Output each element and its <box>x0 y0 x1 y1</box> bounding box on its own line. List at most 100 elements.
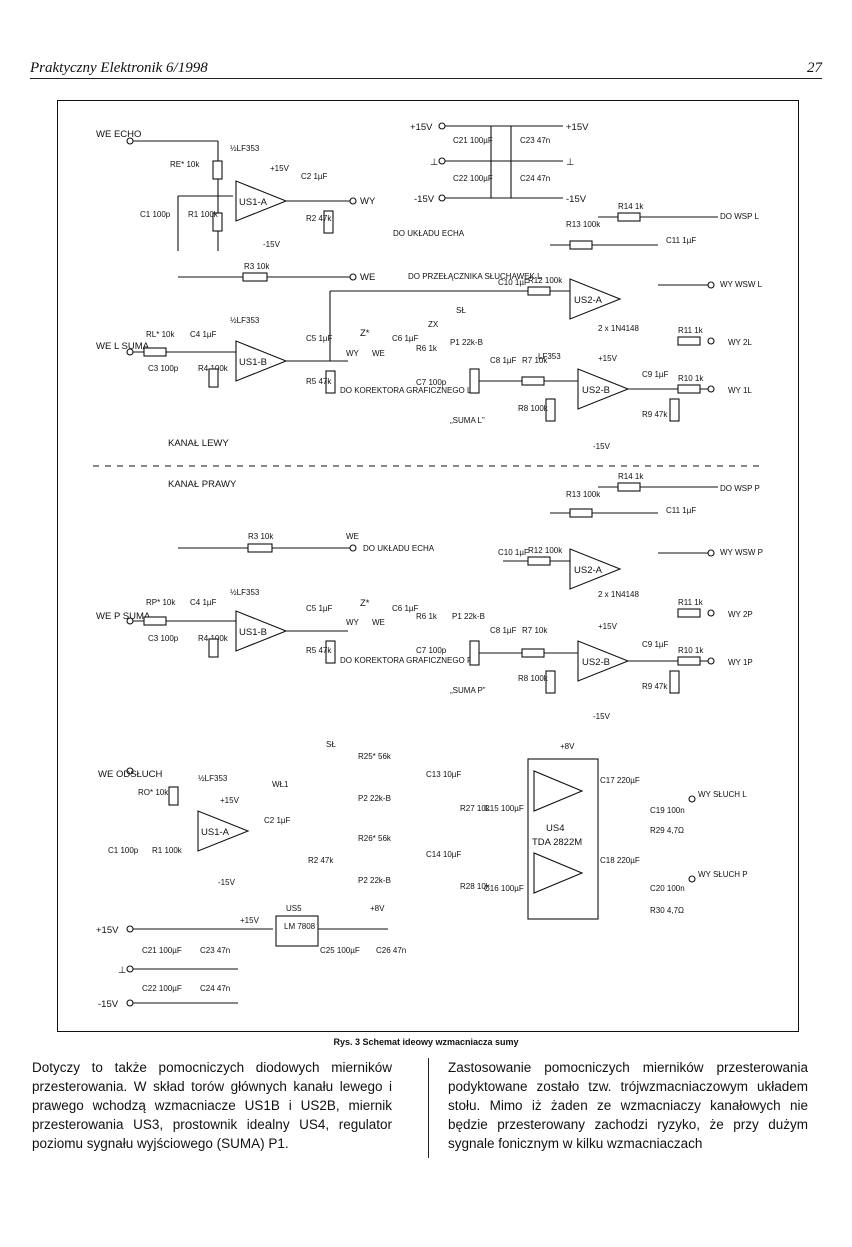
lf353-half-top: ½LF353 <box>230 144 260 153</box>
we-l-suma-label: WE L SUMA <box>96 341 150 352</box>
we-p-suma-label: WE P SUMA <box>96 611 151 622</box>
r12-label-right: R12 100k <box>528 546 563 555</box>
c6-label-left: C6 1µF <box>392 334 419 343</box>
c13-label: C13 10µF <box>426 770 461 779</box>
us4-label: US4 <box>546 823 564 834</box>
c14-label: C14 10µF <box>426 850 461 859</box>
c7-label-right: C7 100p <box>416 646 447 655</box>
c24-label: C24 47n <box>520 174 550 183</box>
lf353-half-bottom: ½LF353 <box>198 774 228 783</box>
do-korektora-p: DO KOREKTORA GRAFICZNEGO P <box>340 656 472 665</box>
schematic-diagram: +15V +15V -15V -15V ⊥ ⊥ C21 100µF C23 47… <box>93 122 763 1010</box>
c3-label-right: C3 100p <box>148 634 179 643</box>
r7-label-right: R7 10k <box>522 626 548 635</box>
c3-label-left: C3 100p <box>148 364 179 373</box>
supply-minus-top: -15V <box>414 194 435 205</box>
c16-label: C16 100µF <box>484 884 524 893</box>
r12-label-left: R12 100k <box>528 276 563 285</box>
wy-2p-label: WY 2P <box>728 610 753 619</box>
c9-label-right: C9 1µF <box>642 640 669 649</box>
p1-label-left: P1 22k-B <box>450 338 483 347</box>
we-left-korektor: WE <box>372 349 385 358</box>
lf353-half-right: ½LF353 <box>230 588 260 597</box>
us2b-label-left: US2-B <box>582 385 610 396</box>
echo-stage: WE ECHO RE* 10k C1 100p R1 100k US1-A ½L… <box>96 129 465 283</box>
r2-label-bottom: R2 47k <box>308 856 334 865</box>
left-channel: WE L SUMA RL* 10k C3 100p C4 1µF R4 100k… <box>96 202 763 451</box>
wy-sluch-p-label: WY SŁUCH P <box>698 870 748 879</box>
c9-label-left: C9 1µF <box>642 370 669 379</box>
c22-label-bottom: C22 100µF <box>142 984 182 993</box>
c10-label-right: C10 1µF <box>498 548 529 557</box>
do-ukladu-echa: DO UKŁADU ECHA <box>393 229 465 238</box>
right-channel: KANAŁ PRAWY R3 10k WE DO UKŁADU ECHA WE … <box>96 472 763 721</box>
c20-label: C20 100n <box>650 884 685 893</box>
c8-label-right: C8 1µF <box>490 626 517 635</box>
r25-label: R25* 56k <box>358 752 392 761</box>
we-echo-return: WE <box>360 272 375 283</box>
sl-label-left: SŁ <box>456 306 466 315</box>
us1a-label-bottom: US1-A <box>201 827 230 838</box>
journal-title: Praktyczny Elektronik 6/1998 <box>30 60 208 76</box>
figure-caption: Rys. 3 Schemat ideowy wzmacniacza sumy <box>333 1037 519 1047</box>
r13-label-right: R13 100k <box>566 490 601 499</box>
wy-sluch-l-label: WY SŁUCH L <box>698 790 747 799</box>
supply-plus-bottom: +15V <box>96 925 119 936</box>
diodes-label-left: 2 x 1N4148 <box>598 324 639 333</box>
r1-label-bottom: R1 100k <box>152 846 183 855</box>
wy-echo: WY <box>360 196 376 207</box>
us1a-bottom-supply-neg: -15V <box>218 878 236 887</box>
supply-minus-bottom: -15V <box>98 999 119 1010</box>
c15-label: C15 100µF <box>484 804 524 813</box>
wy-2l-label: WY 2L <box>728 338 752 347</box>
c23-label: C23 47n <box>520 136 550 145</box>
tda-label: TDA 2822M <box>532 837 582 848</box>
us2b-supply-left: +15V <box>598 354 618 363</box>
c18-label: C18 220µF <box>600 856 640 865</box>
p1-label-right: P1 22k-B <box>452 612 485 621</box>
supply-plus-top-right: +15V <box>566 122 589 133</box>
us2a-label-right: US2-A <box>574 565 603 576</box>
c19-label: C19 100n <box>650 806 685 815</box>
p2-label-bottom: P2 22k-B <box>358 876 391 885</box>
r10-label-left: R10 1k <box>678 374 704 383</box>
channel-right-label: KANAŁ PRAWY <box>168 479 237 490</box>
us1b-label-right: US1-B <box>239 627 267 638</box>
lf353-label-left: LF353 <box>538 352 561 361</box>
channel-left-label: KANAŁ LEWY <box>168 438 229 449</box>
c8-label-left: C8 1µF <box>490 356 517 365</box>
supply-block-bottom: +15V -15V ⊥ C21 100µF C23 47n C22 100µF … <box>96 904 406 1010</box>
c21-label: C21 100µF <box>453 136 493 145</box>
r28-label: R28 10k <box>460 882 491 891</box>
c1-label: C1 100p <box>140 210 171 219</box>
supply-block-top: +15V +15V -15V -15V ⊥ ⊥ C21 100µF C23 47… <box>410 122 589 205</box>
diodes-label-right: 2 x 1N4148 <box>598 590 639 599</box>
r5-label-left: R5 47k <box>306 377 332 386</box>
we-right-echo: WE <box>346 532 359 541</box>
wl1-label: WŁ1 <box>272 780 289 789</box>
r14-label-left: R14 1k <box>618 202 644 211</box>
wy-left-korektor: WY <box>346 349 360 358</box>
re-label: RE* 10k <box>170 160 200 169</box>
do-ukladu-echa-right: DO UKŁADU ECHA <box>363 544 435 553</box>
zx-label: ZX <box>428 320 439 329</box>
r11-label-right: R11 1k <box>678 598 704 607</box>
r11-label-left: R11 1k <box>678 326 704 335</box>
us2b-supply-right: +15V <box>598 622 618 631</box>
c11-label-left: C11 1µF <box>666 236 696 245</box>
c1-label-bottom: C1 100p <box>108 846 139 855</box>
us5-input-supply: +15V <box>240 916 260 925</box>
rl-label: RL* 10k <box>146 330 175 339</box>
r13-label-left: R13 100k <box>566 220 601 229</box>
c11-label-right: C11 1µF <box>666 506 696 515</box>
r29-label: R29 4,7Ω <box>650 826 684 835</box>
c2-label: C2 1µF <box>301 172 328 181</box>
lf353-half-left: ½LF353 <box>230 316 260 325</box>
us5-label: US5 <box>286 904 302 913</box>
suma-l-label: „SUMA L” <box>450 416 485 425</box>
r3-label-right: R3 10k <box>248 532 274 541</box>
r8-label-left: R8 100k <box>518 404 549 413</box>
r30-label: R30 4,7Ω <box>650 906 684 915</box>
c6-label-right: C6 1µF <box>392 604 419 613</box>
r6-label-right: R6 1k <box>416 612 438 621</box>
